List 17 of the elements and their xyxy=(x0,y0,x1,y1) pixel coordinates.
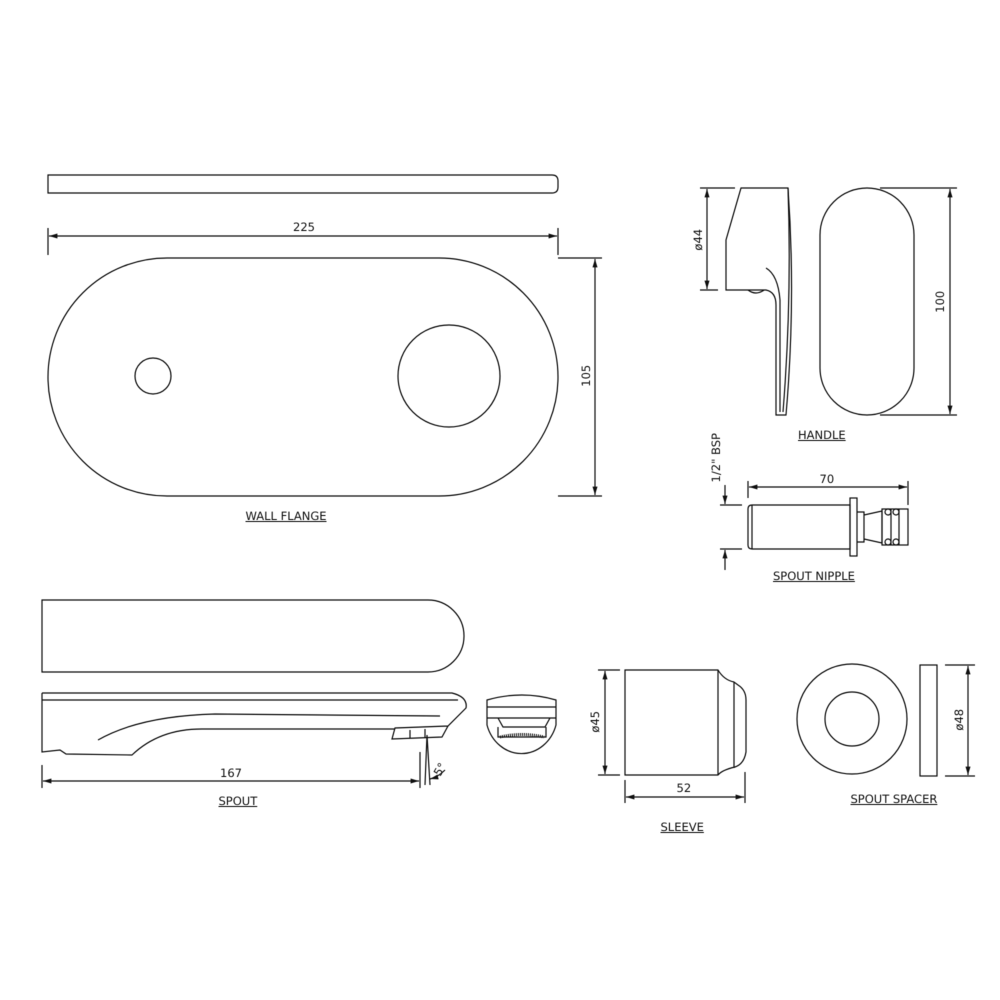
dimension-value: 225 xyxy=(293,222,315,234)
part-name: SPOUT NIPPLE xyxy=(773,571,855,582)
part-name: SPOUT xyxy=(218,796,258,808)
dimension-value: 5° xyxy=(432,761,448,778)
dimension-value: 167 xyxy=(220,768,242,780)
dimension-value: 52 xyxy=(676,783,692,794)
dimension-value: ø48 xyxy=(954,708,966,731)
part-name: HANDLE xyxy=(798,430,846,442)
dimension-value: 70 xyxy=(820,474,834,486)
dimension-value: 1/2" BSP xyxy=(710,433,722,482)
dimension-value: ø45 xyxy=(590,710,602,733)
dimension-value: ø44 xyxy=(693,228,705,251)
dimension-value: 105 xyxy=(581,364,593,387)
part-name: WALL FLANGE xyxy=(246,511,327,522)
part-name: SPOUT SPACER xyxy=(850,794,938,806)
part-name: SLEEVE xyxy=(660,822,704,834)
dimension-value: 100 xyxy=(935,290,947,313)
